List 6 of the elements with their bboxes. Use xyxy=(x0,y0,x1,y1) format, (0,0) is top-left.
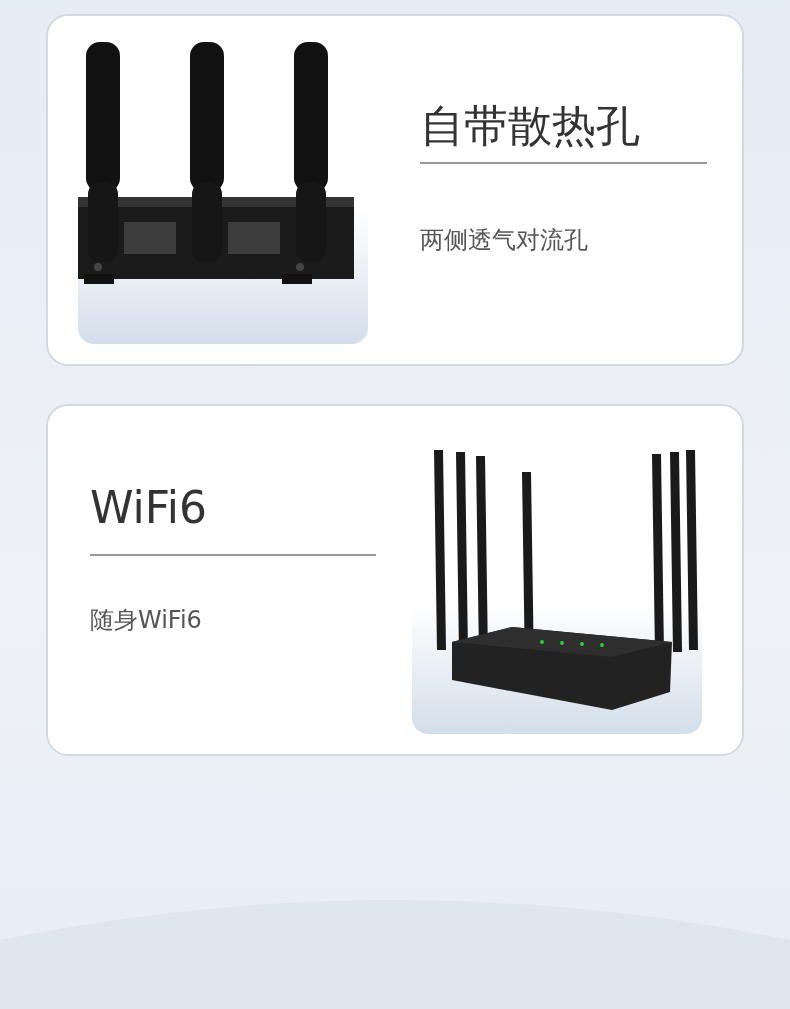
feature-description: 两侧透气对流孔 xyxy=(420,228,588,252)
feature-title: 自带散热孔 xyxy=(420,104,640,148)
feature-description: 随身WiFi6 xyxy=(90,608,202,632)
feature-card xyxy=(46,14,744,366)
feature-title: WiFi6 xyxy=(90,486,208,530)
feature-card xyxy=(46,404,744,756)
